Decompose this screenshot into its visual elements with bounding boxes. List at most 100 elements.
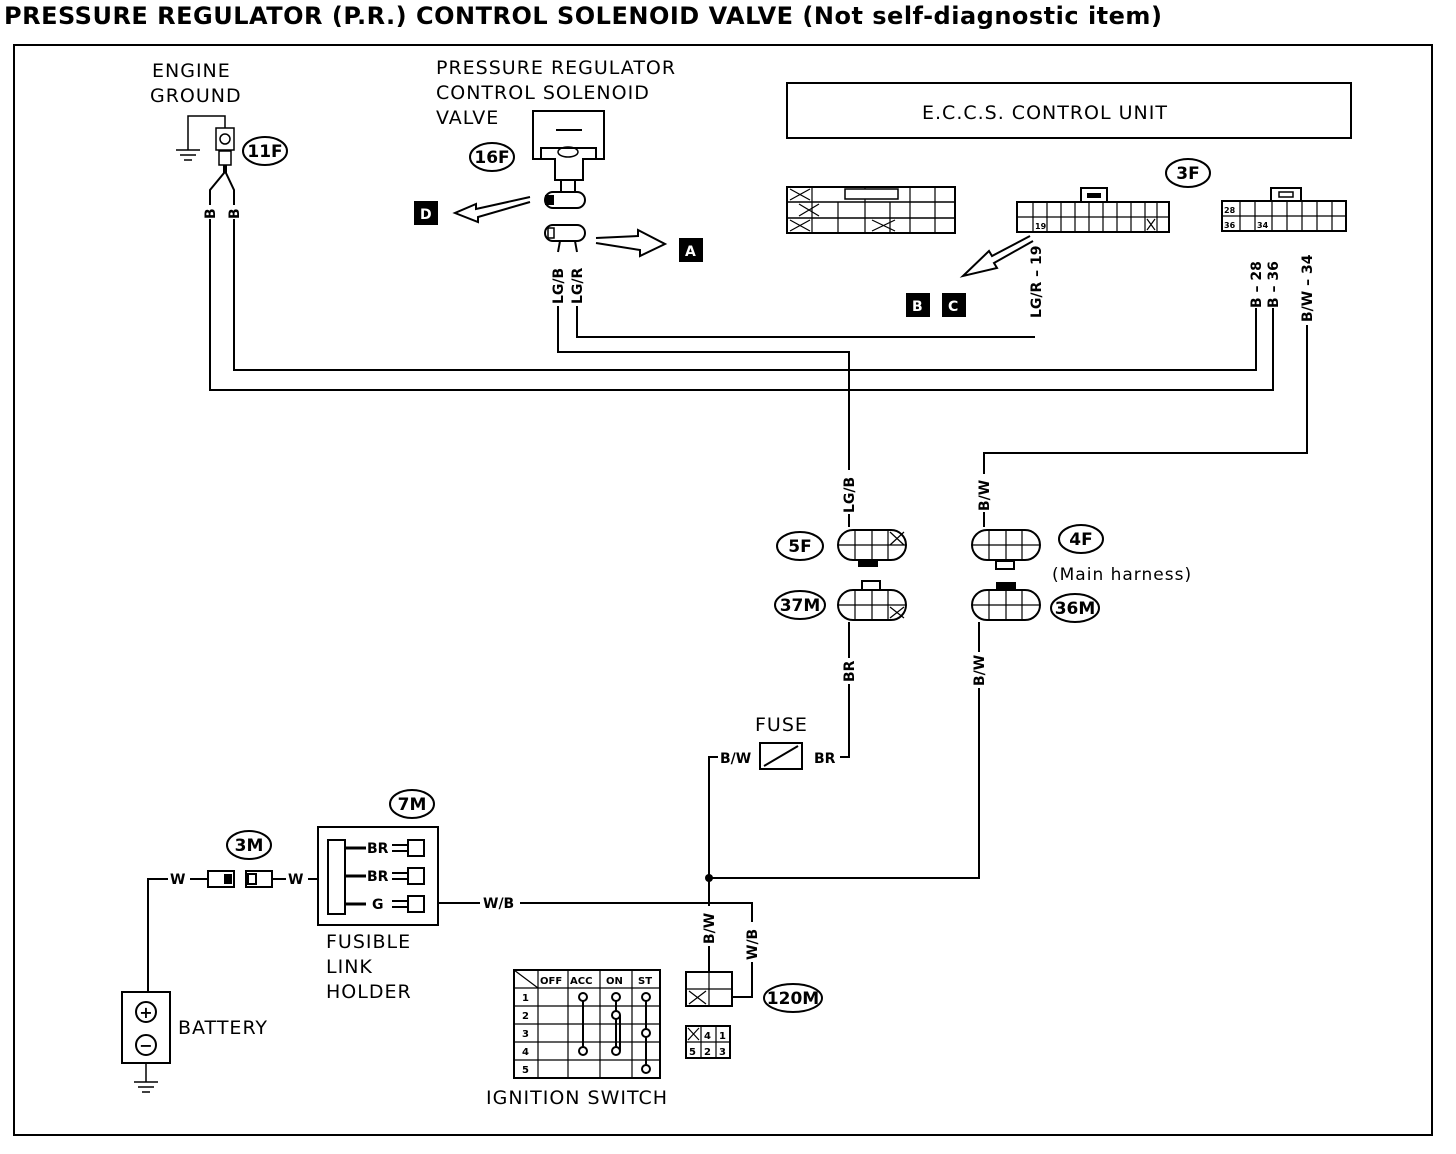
- pin-36: 36: [1224, 221, 1236, 230]
- diagram-frame: [14, 45, 1432, 1135]
- wire-wb-ign: W/B: [745, 929, 761, 960]
- connector-oval-120M: [764, 984, 822, 1012]
- ign-row-3: 3: [522, 1029, 529, 1040]
- ref-label-b: B: [912, 299, 923, 315]
- pr-control-solenoid-valve: PRESSURE REGULATOR CONTROL SOLENOID VALV…: [436, 57, 676, 252]
- engine-ground: ENGINE GROUND: [150, 60, 242, 205]
- wire-lgr-valve: LG/R: [570, 267, 586, 304]
- pin-19: 19: [1035, 222, 1047, 231]
- ign-row-1: 1: [522, 993, 529, 1004]
- ref-label-d: D: [420, 207, 432, 223]
- ref-box-c: [942, 293, 966, 317]
- connector-oval-4F: [1059, 525, 1103, 553]
- conn-120M: 120M: [767, 989, 819, 1009]
- ref-box-b: [906, 293, 930, 317]
- ign-row-5: 5: [522, 1065, 529, 1076]
- ignition-switch-label: IGNITION SWITCH: [486, 1087, 668, 1109]
- battery-minus-icon: −: [139, 1036, 152, 1055]
- battery-label: BATTERY: [178, 1017, 268, 1039]
- engine-ground-label-1: ENGINE: [152, 60, 231, 82]
- ref-arrow-a: A: [596, 230, 703, 262]
- conn-36M: 36M: [1055, 599, 1096, 619]
- ref-box-d: [414, 201, 438, 225]
- ref-arrow-bc: B C: [906, 236, 1033, 317]
- diagram-title: PRESSURE REGULATOR (P.R.) CONTROL SOLENO…: [4, 2, 1163, 30]
- wire-bw-fuse: B/W: [720, 751, 751, 767]
- eccs-control-unit: E.C.C.S. CONTROL UNIT: [787, 83, 1351, 233]
- pr-valve-label-2: CONTROL SOLENOID: [436, 82, 650, 104]
- connector-ids: [227, 137, 1210, 1012]
- wire-br-37m: BR: [842, 660, 858, 682]
- ignition-switch: OFF ACC ON ST 1 2 3 4 5 IGNITION SWITCH: [486, 970, 668, 1109]
- wire-b-28: B – 28: [1249, 261, 1265, 308]
- pin-34: 34: [1257, 221, 1269, 230]
- wire-w-battery: W: [170, 872, 185, 888]
- c120m-pin-1: 1: [719, 1031, 726, 1042]
- battery: + − BATTERY: [122, 992, 268, 1092]
- battery-plus-icon: +: [139, 1003, 152, 1022]
- wire-wb-link: W/B: [483, 896, 514, 912]
- connector-oval-11F: [243, 137, 287, 165]
- conn-16F: 16F: [474, 148, 509, 168]
- fusible-link-label-3: HOLDER: [326, 981, 412, 1003]
- connector-oval-36M: [1051, 594, 1099, 622]
- wire-br-link-1: BR: [367, 841, 389, 857]
- conn-3M: 3M: [235, 836, 264, 856]
- ref-label-a: A: [685, 244, 696, 260]
- wire-bw-34: B/W – 34: [1300, 254, 1316, 322]
- wire-b-36: B – 36: [1266, 261, 1282, 308]
- wire-br-fuse: BR: [814, 751, 836, 767]
- ign-header-on: ON: [606, 976, 623, 987]
- wire-g-link: G: [372, 897, 384, 913]
- ign-header-st: ST: [638, 976, 652, 987]
- fuse-label: FUSE: [755, 714, 808, 736]
- conn-4F: 4F: [1069, 530, 1092, 550]
- connector-oval-3M: [227, 831, 271, 859]
- splice-dot: [705, 874, 713, 882]
- ign-row-2: 2: [522, 1011, 529, 1022]
- c120m-pin-5: 5: [689, 1047, 696, 1058]
- ign-header-off: OFF: [540, 976, 562, 987]
- connector-oval-16F: [470, 143, 514, 171]
- connector-oval-37M: [775, 591, 825, 619]
- wire-b-left: B: [203, 208, 219, 219]
- eccs-label: E.C.C.S. CONTROL UNIT: [922, 102, 1168, 124]
- ref-box-a: [679, 238, 703, 262]
- wire-bw-4f: B/W: [977, 480, 993, 511]
- pr-valve-label-1: PRESSURE REGULATOR: [436, 57, 676, 79]
- conn-11F: 11F: [247, 142, 282, 162]
- c120m-pin-4: 4: [704, 1031, 711, 1042]
- wire-w-link: W: [288, 872, 303, 888]
- ref-label-c: C: [948, 299, 958, 315]
- ign-row-4: 4: [522, 1047, 529, 1058]
- connector-oval-5F: [777, 532, 823, 560]
- wire-bw-ign: B/W: [702, 913, 718, 944]
- wire-b-right: B: [227, 208, 243, 219]
- battery-ground-icon: [134, 1063, 158, 1092]
- harness-connectors: [838, 530, 1040, 620]
- wire-labels-horizontal: B/W BR W W BR BR G W/B: [168, 750, 840, 913]
- fusible-link-label-2: LINK: [326, 956, 373, 978]
- connector-oval-3F: [1166, 159, 1210, 187]
- connector-3M: [208, 871, 272, 887]
- wire-lgb-valve: LG/B: [551, 268, 567, 304]
- wire-lgr-19: LG/R – 19: [1029, 245, 1045, 318]
- wire-labels: B B LG/B LG/R LG/R – 19 B – 28 B – 36 B/…: [202, 205, 1316, 962]
- pin-28: 28: [1224, 206, 1236, 215]
- c120m-pin-2: 2: [704, 1047, 711, 1058]
- connector-oval-7M: [390, 790, 434, 818]
- wire-br-link-2: BR: [367, 869, 389, 885]
- conn-3F: 3F: [1176, 164, 1199, 184]
- ground-symbol: [176, 116, 225, 160]
- conn-5F: 5F: [788, 537, 811, 557]
- main-harness-label: (Main harness): [1052, 565, 1192, 585]
- engine-ground-label-2: GROUND: [150, 85, 242, 107]
- fuse: FUSE: [755, 714, 808, 769]
- ref-arrow-d: D: [414, 197, 530, 225]
- conn-7M: 7M: [398, 795, 427, 815]
- connector-id-labels: 11F 16F 3F 5F 37M 4F 36M 7M 3M 120M: [235, 142, 1200, 1009]
- wire-lgb-5f: LG/B: [842, 477, 858, 513]
- pr-valve-label-3: VALVE: [436, 107, 499, 129]
- conn-37M: 37M: [780, 596, 821, 616]
